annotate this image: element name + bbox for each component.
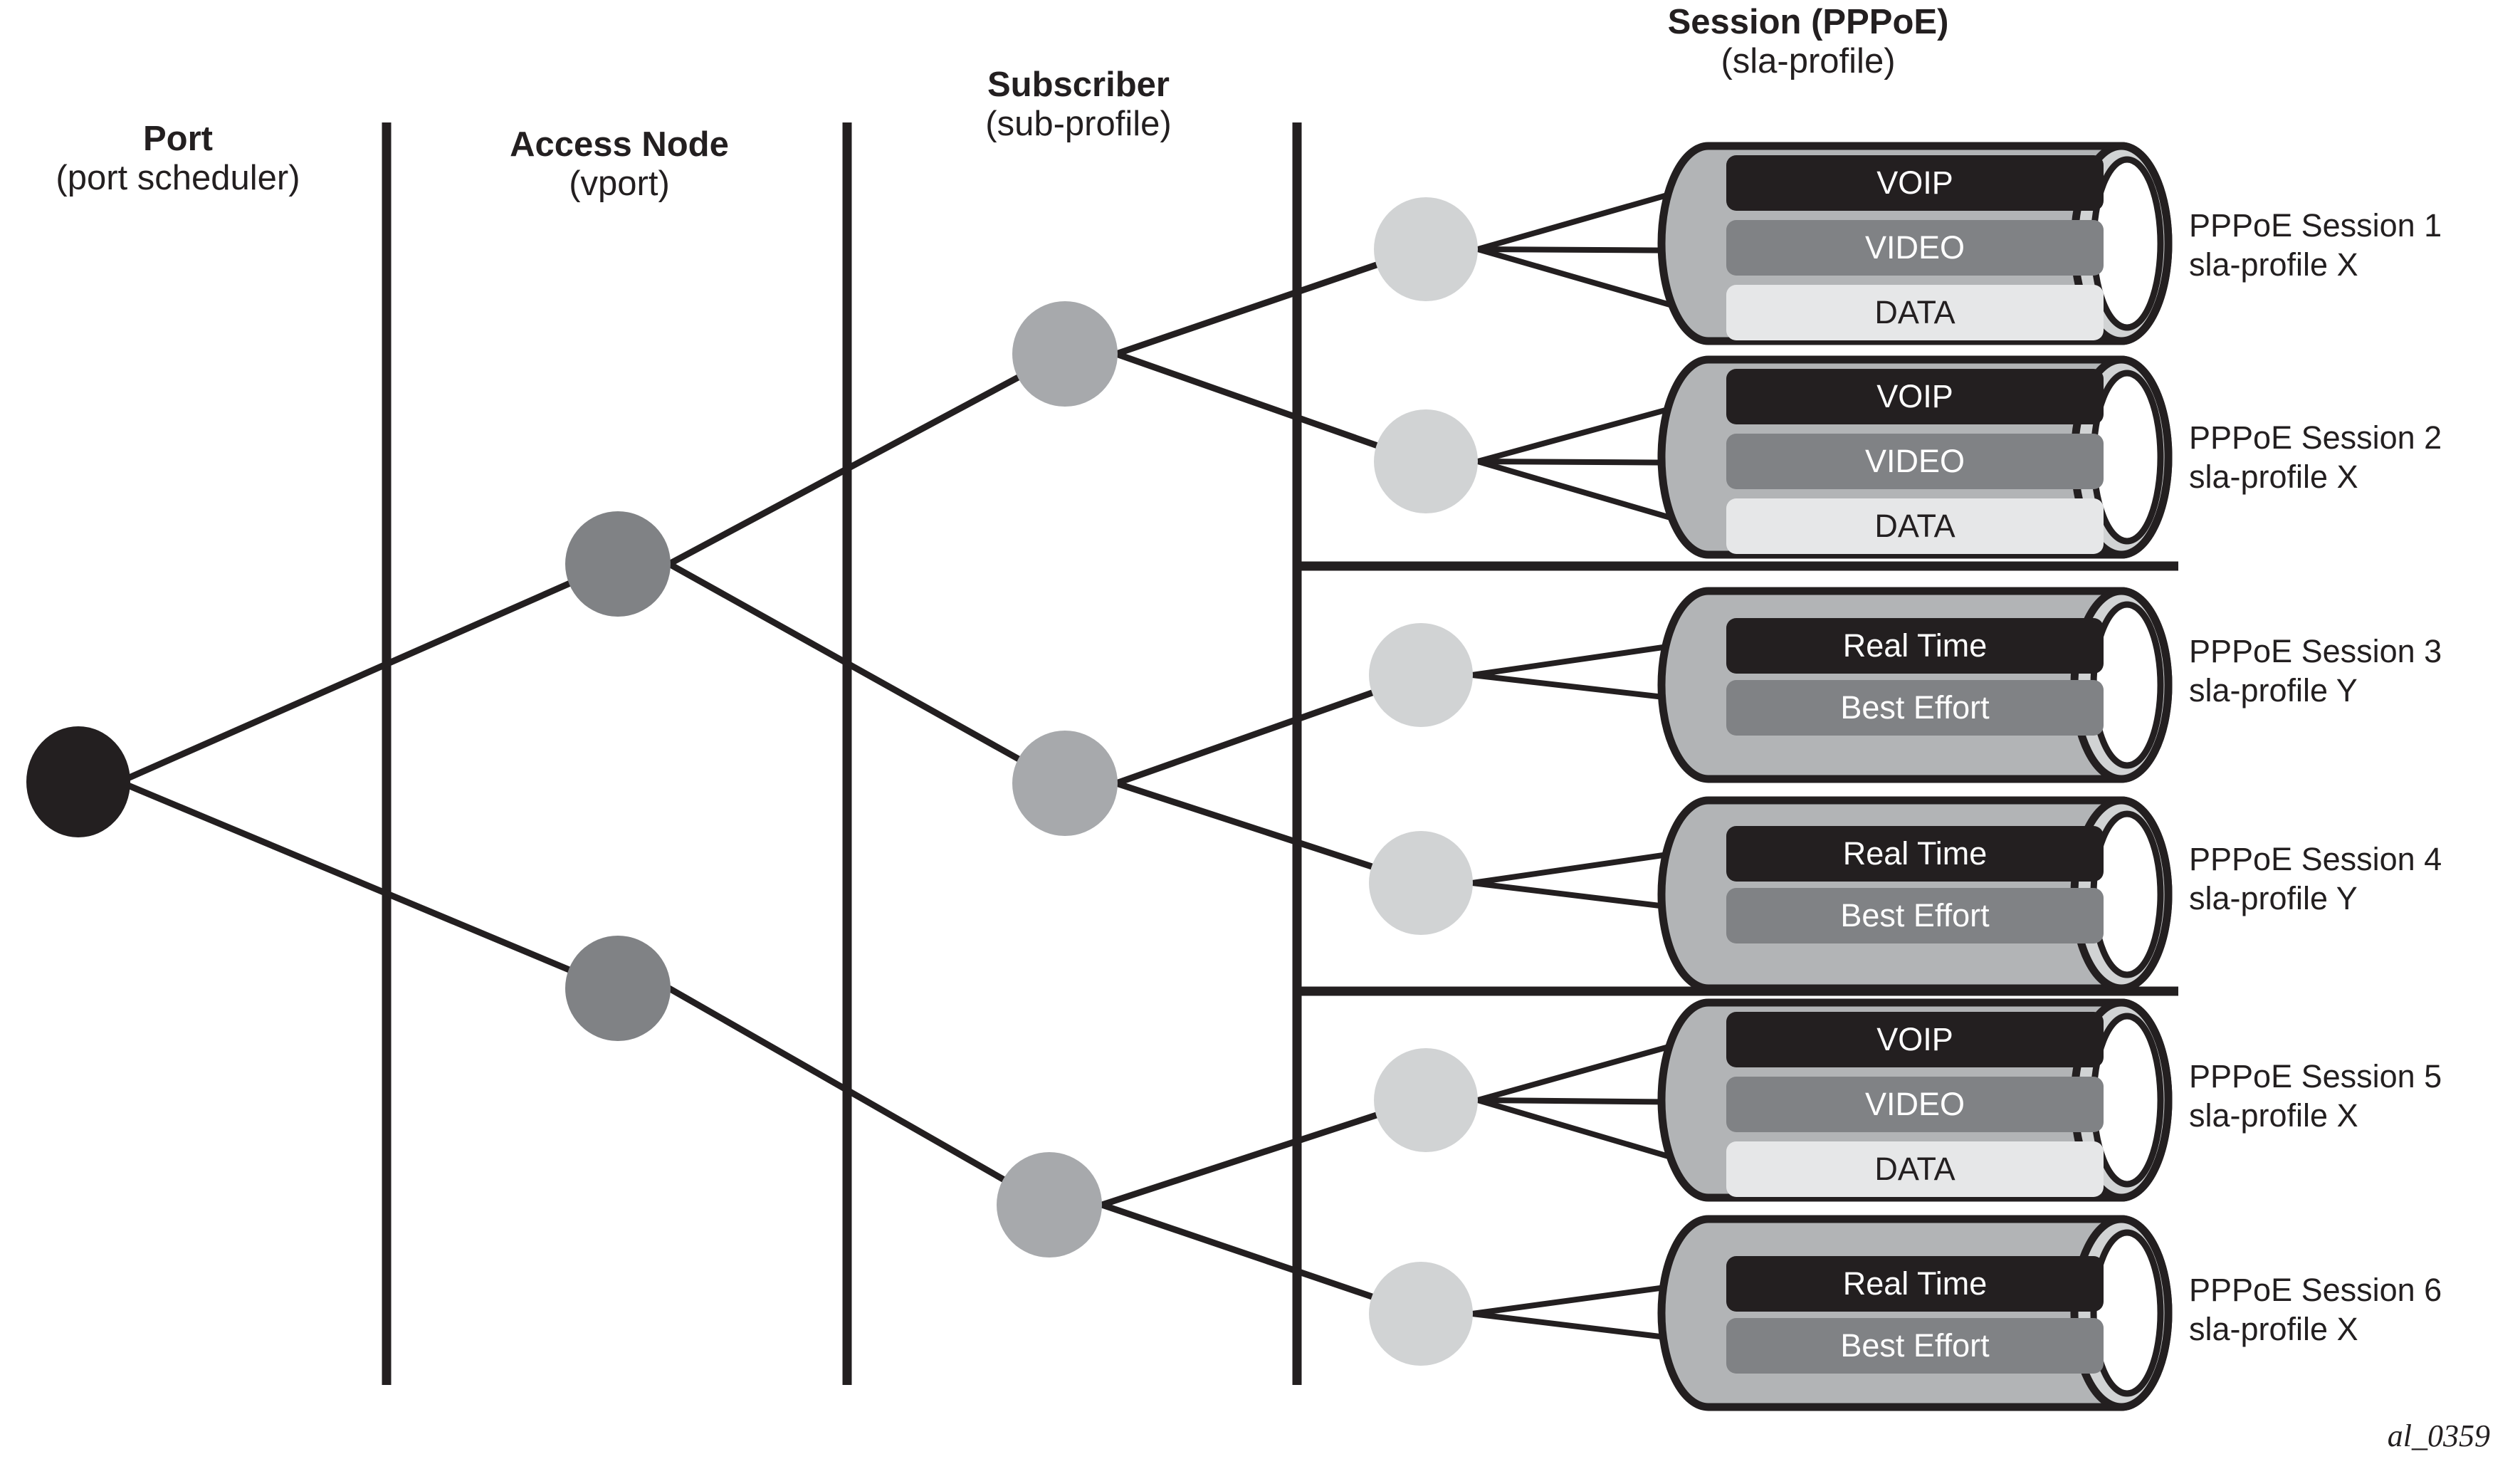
column-subtitle-access-node: (vport) xyxy=(569,164,670,203)
column-title-access-node: Access Node xyxy=(510,125,729,164)
tree-nodes xyxy=(26,197,1478,1366)
session-cylinder-5 xyxy=(1657,998,2173,1202)
sub-profile-node-2[interactable] xyxy=(1012,731,1118,836)
session-node-1[interactable] xyxy=(1374,197,1478,301)
cylinder-cap-inner-5 xyxy=(2090,1013,2164,1188)
edge-sub1-to-session-1 xyxy=(1113,246,1426,357)
session-profile-1: sla-profile X xyxy=(2189,246,2358,283)
session-node-3[interactable] xyxy=(1369,623,1473,727)
tree-edges xyxy=(116,246,1426,1317)
column-subtitle-port: (port scheduler) xyxy=(56,158,300,197)
session-caption-3: PPPoE Session 3 sla-profile Y xyxy=(2189,632,2442,711)
queue-bar-data-1 xyxy=(1726,285,2104,340)
session-cylinder-3 xyxy=(1657,587,2173,783)
edge-vport1-to-sub-1 xyxy=(666,350,1066,568)
session-cylinder-1 xyxy=(1657,142,2173,345)
column-title-subscriber: Subscriber xyxy=(987,66,1170,104)
edge-sub3-to-session-5 xyxy=(1098,1097,1426,1208)
edge-sub1-to-session-2 xyxy=(1113,350,1426,465)
column-subtitle-session: (sla-profile) xyxy=(1721,41,1896,80)
session-node-5[interactable] xyxy=(1374,1048,1478,1152)
column-header-session: Session (PPPoE) (sla-profile) xyxy=(1502,3,2114,81)
session-caption-2: PPPoE Session 2 sla-profile X xyxy=(2189,419,2442,497)
queue-bar-voip-5 xyxy=(1726,1012,2104,1067)
session-node-6[interactable] xyxy=(1369,1262,1473,1366)
cylinder-cap-inner-6 xyxy=(2090,1229,2164,1397)
queue-bar-data-5 xyxy=(1726,1141,2104,1197)
session-caption-4: PPPoE Session 4 sla-profile Y xyxy=(2189,840,2442,919)
session-cylinder-2 xyxy=(1657,355,2173,559)
session-caption-5: PPPoE Session 5 sla-profile X xyxy=(2189,1057,2442,1136)
session-name-4: PPPoE Session 4 xyxy=(2189,841,2442,877)
cylinder-cap-inner-4 xyxy=(2090,810,2164,978)
queue-bar-besteffort-3 xyxy=(1726,680,2104,736)
session-caption-6: PPPoE Session 6 sla-profile X xyxy=(2189,1271,2442,1349)
session-profile-6: sla-profile X xyxy=(2189,1310,2358,1347)
column-header-subscriber: Subscriber (sub-profile) xyxy=(858,66,1299,144)
port-scheduler-node[interactable] xyxy=(26,726,130,837)
session-profile-4: sla-profile Y xyxy=(2189,879,2358,916)
session-node-2[interactable] xyxy=(1374,409,1478,513)
sub-profile-node-1[interactable] xyxy=(1012,301,1118,407)
session-profile-3: sla-profile Y xyxy=(2189,671,2358,709)
queue-bar-data-2 xyxy=(1726,498,2104,554)
edge-vport2-to-sub-3 xyxy=(666,985,1051,1208)
session-name-3: PPPoE Session 3 xyxy=(2189,633,2442,669)
column-dividers xyxy=(382,122,1302,1385)
sub-profile-node-3[interactable] xyxy=(997,1152,1102,1258)
queue-bar-besteffort-4 xyxy=(1726,888,2104,943)
edge-port-to-vport-2 xyxy=(116,778,617,992)
session-name-5: PPPoE Session 5 xyxy=(2189,1058,2442,1094)
vport-node-2[interactable] xyxy=(565,936,671,1041)
edge-port-to-vport-1 xyxy=(116,560,617,785)
session-cylinder-4 xyxy=(1657,796,2173,993)
cylinder-cap-inner-2 xyxy=(2090,370,2164,545)
queue-bar-realtime-4 xyxy=(1726,826,2104,882)
session-name-1: PPPoE Session 1 xyxy=(2189,207,2442,244)
column-header-access-node: Access Node (vport) xyxy=(399,125,840,204)
edge-sub2-to-session-3 xyxy=(1113,671,1426,787)
session-profile-5: sla-profile X xyxy=(2189,1097,2358,1134)
session-name-6: PPPoE Session 6 xyxy=(2189,1272,2442,1308)
column-subtitle-subscriber: (sub-profile) xyxy=(985,104,1172,143)
edge-sub2-to-session-4 xyxy=(1113,780,1426,887)
queue-bar-voip-1 xyxy=(1726,155,2104,211)
queue-bar-video-1 xyxy=(1726,220,2104,276)
column-header-port: Port (port scheduler) xyxy=(0,120,356,198)
edge-vport1-to-sub-2 xyxy=(666,560,1066,787)
queue-bar-realtime-6 xyxy=(1726,1256,2104,1312)
queue-bar-realtime-3 xyxy=(1726,618,2104,674)
queue-bar-video-5 xyxy=(1726,1077,2104,1132)
vport-node-1[interactable] xyxy=(565,511,671,617)
cylinder-cap-inner-1 xyxy=(2090,156,2164,331)
column-title-session: Session (PPPoE) xyxy=(1667,3,1949,41)
queue-bar-video-2 xyxy=(1726,434,2104,489)
queue-bar-besteffort-6 xyxy=(1726,1318,2104,1374)
edge-sub3-to-session-6 xyxy=(1098,1201,1426,1317)
queue-bar-voip-2 xyxy=(1726,369,2104,424)
cylinder-cap-inner-3 xyxy=(2090,601,2164,769)
session-profile-2: sla-profile X xyxy=(2189,458,2358,495)
session-cylinder-6 xyxy=(1657,1215,2173,1411)
session-name-2: PPPoE Session 2 xyxy=(2189,419,2442,456)
session-caption-1: PPPoE Session 1 sla-profile X xyxy=(2189,206,2442,285)
figure-id-label: al_0359 xyxy=(2387,1418,2490,1453)
session-node-4[interactable] xyxy=(1369,831,1473,935)
column-title-port: Port xyxy=(143,120,213,158)
